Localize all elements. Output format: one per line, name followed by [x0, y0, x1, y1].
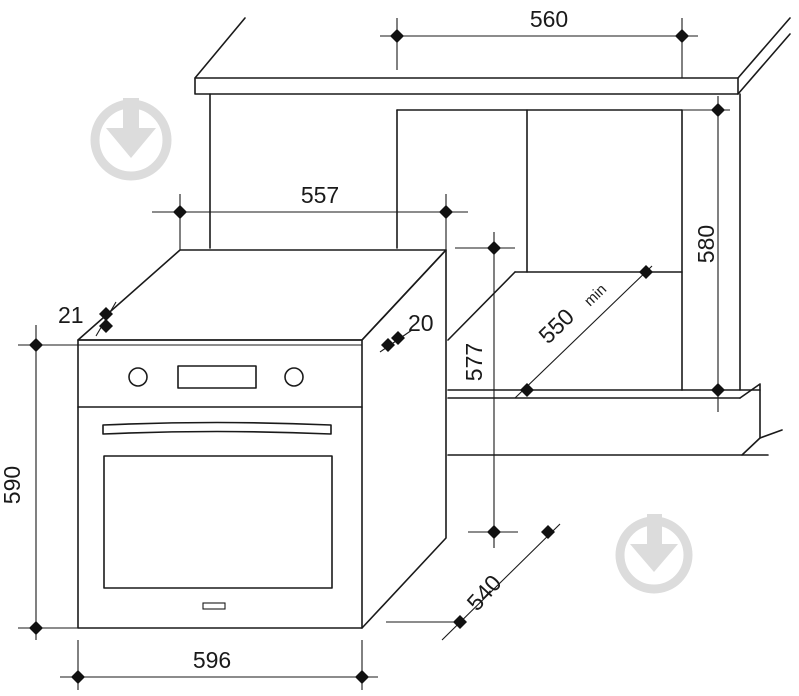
side-offset-label: 20	[408, 310, 434, 336]
dimension-tick	[675, 29, 689, 43]
inner-depth-suffix: min	[581, 281, 610, 310]
dimension-tick	[639, 265, 653, 279]
front-offset-label: 21	[58, 302, 84, 328]
dimension-tick	[99, 319, 113, 333]
cabinet	[194, 17, 791, 456]
dimension-tick	[390, 29, 404, 43]
dimension-tick	[541, 525, 555, 539]
dimension-tick	[29, 338, 43, 352]
dimension-tick	[520, 383, 534, 397]
dimension-tick	[355, 670, 369, 684]
oven-depth-label: 540	[462, 570, 507, 616]
dimension-tick	[453, 615, 467, 629]
dimension-ticks	[29, 29, 725, 684]
oven-height-label: 590	[0, 466, 25, 504]
dimension-tick	[391, 331, 405, 345]
inner-depth-label: 550	[533, 303, 579, 348]
oven-depth-top-label: 557	[301, 182, 339, 208]
dimension-tick	[381, 338, 395, 352]
dimension-tick	[29, 621, 43, 635]
dimension-tick	[71, 670, 85, 684]
dimension-tick	[711, 383, 725, 397]
niche-width-label: 560	[530, 6, 568, 32]
dimension-tick	[711, 103, 725, 117]
niche-height-label: 580	[693, 225, 719, 263]
dimension-tick	[487, 241, 501, 255]
inner-height-label: 577	[461, 343, 487, 381]
download-arrow-icon	[90, 98, 172, 181]
download-arrow-icon	[615, 514, 693, 594]
oven	[77, 249, 447, 629]
dimension-tick	[173, 205, 187, 219]
oven-width-label: 596	[193, 647, 231, 673]
dimension-tick	[487, 525, 501, 539]
dimension-tick	[99, 307, 113, 321]
dimension-tick	[439, 205, 453, 219]
